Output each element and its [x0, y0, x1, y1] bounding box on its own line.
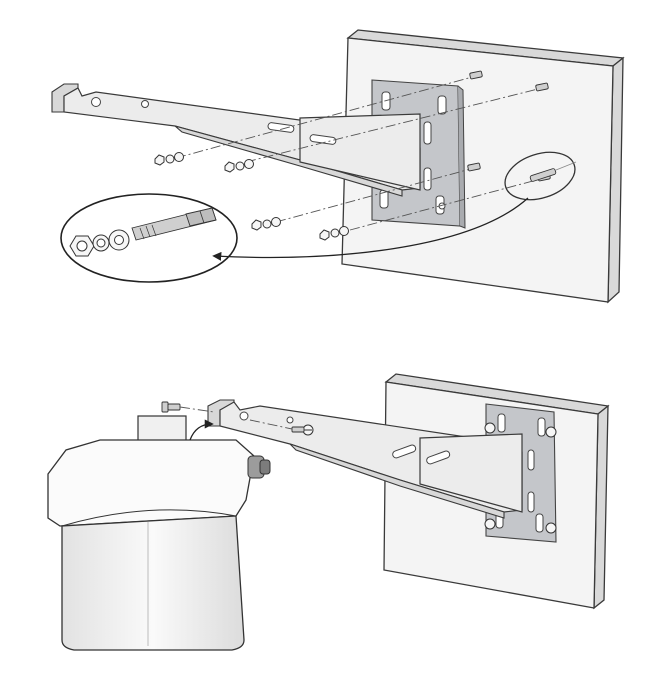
ap-body: [61, 515, 245, 651]
hex-nut: [484, 518, 496, 530]
anchor-bolt: [535, 82, 549, 92]
curved-arrow: [189, 419, 214, 441]
ap-top-cap: [47, 439, 255, 527]
hex-nut: [69, 235, 95, 257]
detail-circle-small: [504, 151, 577, 201]
hardware-set: [319, 226, 349, 241]
mounting-arm: [51, 83, 421, 197]
flat-washer: [108, 229, 130, 251]
hex-nut: [545, 426, 557, 438]
lock-washer: [92, 234, 110, 252]
screw: [291, 424, 314, 436]
anchor-bolt-detail: [131, 207, 217, 241]
magnifier-callout: [60, 193, 238, 283]
hardware-set: [154, 152, 184, 166]
ap-connector: [247, 455, 271, 479]
access-point: [47, 415, 271, 651]
hex-nut: [484, 422, 496, 434]
curved-arrow: [212, 197, 529, 261]
alignment-lines: [175, 75, 545, 231]
step-2-ap-mount: [47, 373, 610, 651]
step-1-wall-mount: [51, 29, 625, 304]
hardware-set: [251, 217, 281, 231]
hardware-set: [224, 159, 254, 173]
screw: [161, 401, 181, 413]
hex-nut: [545, 522, 557, 534]
anchor-bolt: [467, 162, 481, 172]
anchor-bolt: [469, 70, 483, 80]
